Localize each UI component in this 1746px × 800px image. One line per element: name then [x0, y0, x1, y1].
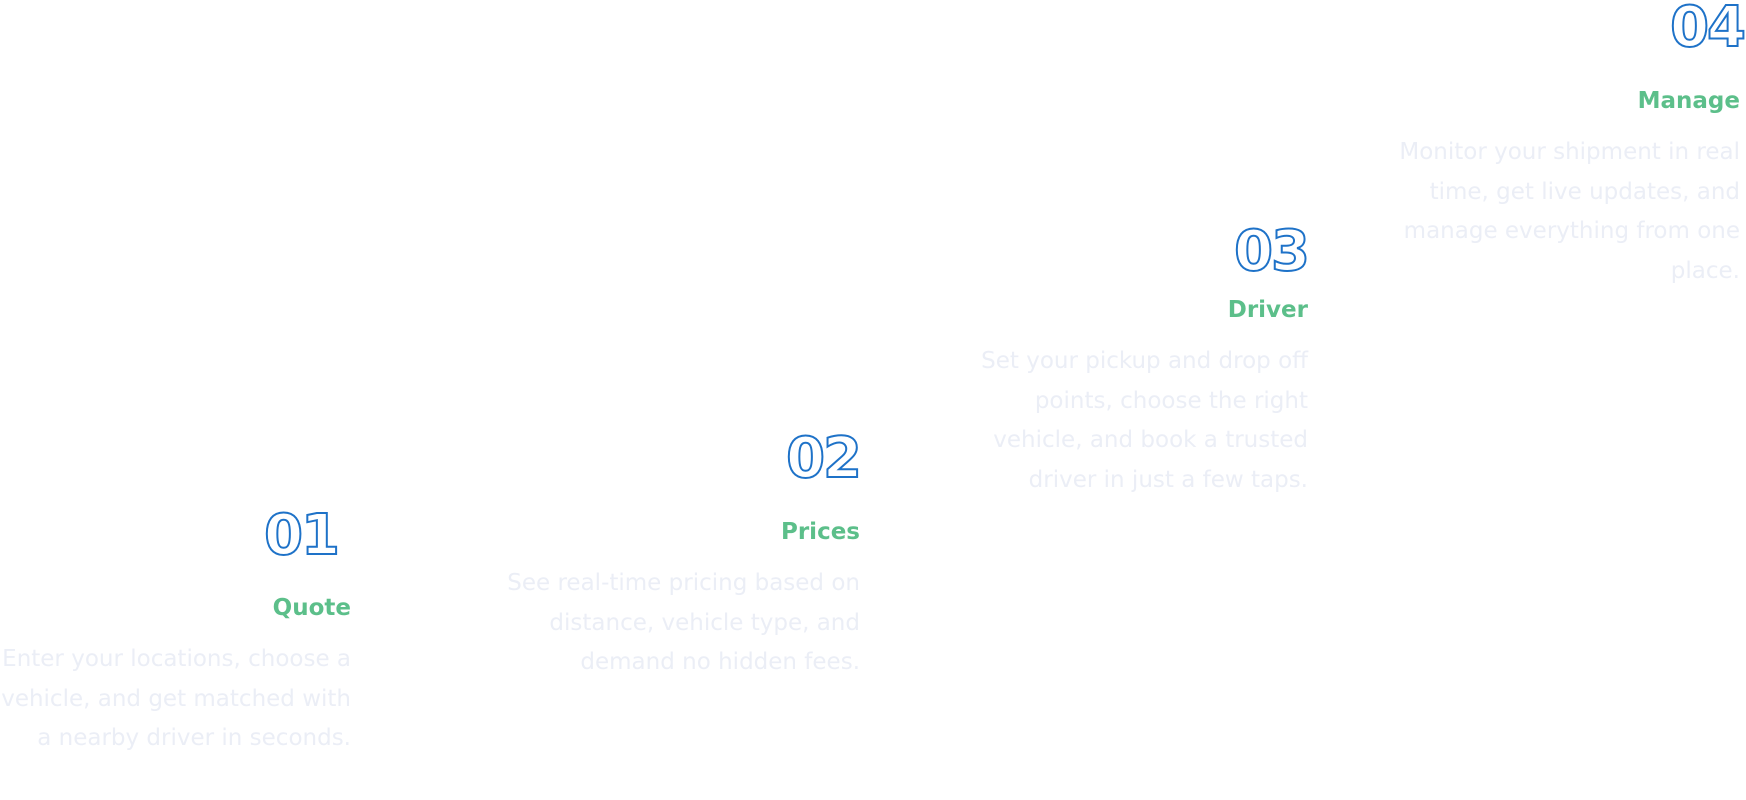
step-description: Monitor your shipment in real time, get …: [1399, 139, 1740, 284]
step-number: 01: [263, 503, 341, 568]
step-title: Manage: [1637, 88, 1740, 114]
step-number: 03: [1233, 219, 1311, 284]
step-title: Prices: [780, 519, 860, 545]
step-number: 02: [785, 426, 863, 491]
step-description: Set your pickup and drop off points, cho…: [981, 348, 1308, 493]
step-title: Driver: [1227, 297, 1308, 323]
step-title: Quote: [272, 595, 351, 621]
step-description: See real-time pricing based on distance,…: [507, 570, 860, 675]
step-description: Enter your locations, choose a vehicle, …: [1, 646, 351, 751]
step-number: 04: [1669, 0, 1746, 60]
